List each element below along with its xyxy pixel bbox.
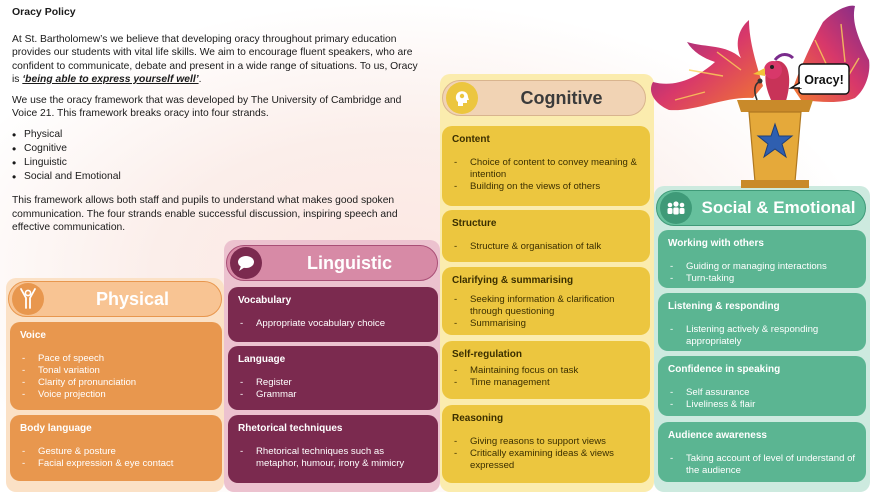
linguistic-banner: Linguistic — [226, 245, 438, 281]
card-item: Summarising — [452, 318, 640, 330]
physical-card-voice: Voice Pace of speech Tonal variation Cla… — [10, 322, 222, 410]
card-heading: Listening & responding — [668, 301, 780, 312]
page-title: Oracy Policy — [12, 6, 76, 18]
card-item: Voice projection — [20, 389, 212, 401]
card-heading: Body language — [20, 423, 92, 434]
card-item: Pace of speech — [20, 353, 212, 365]
social-card-confidence: Confidence in speaking Self assurance Li… — [658, 356, 866, 416]
card-item: Facial expression & eye contact — [20, 458, 212, 470]
card-item: Taking account of level of understand of… — [668, 453, 856, 477]
card-item: Listening actively & responding appropri… — [668, 324, 856, 348]
cognitive-card-clarifying: Clarifying & summarising Seeking informa… — [442, 267, 650, 335]
card-item: Guiding or managing interactions — [668, 261, 856, 273]
card-item: Giving reasons to support views — [452, 436, 640, 448]
physical-title: Physical — [95, 288, 170, 309]
card-heading: Content — [452, 134, 490, 145]
card-item: Choice of content to convey meaning & in… — [452, 157, 640, 181]
social-title: Social & Emotional — [701, 198, 856, 217]
strand-list: Physical Cognitive Linguistic Social and… — [12, 128, 422, 184]
strand-list-item: Physical — [12, 128, 422, 142]
speech-bubble-icon — [230, 247, 262, 279]
card-item: Gesture & posture — [20, 446, 212, 458]
cognitive-card-self-regulation: Self-regulation Maintaining focus on tas… — [442, 341, 650, 399]
intro-paragraph-2: We use the oracy framework that was deve… — [12, 95, 402, 120]
strand-list-item: Cognitive — [12, 142, 422, 156]
card-item: Register — [238, 377, 428, 389]
social-card-listening: Listening & responding Listening activel… — [658, 293, 866, 351]
card-heading: Vocabulary — [238, 295, 292, 306]
physical-banner: Physical — [8, 281, 222, 317]
card-heading: Reasoning — [452, 413, 504, 424]
oracy-definition: ‘being able to express yourself well’ — [22, 73, 199, 85]
speech-bubble-text: Oracy! — [804, 73, 844, 87]
card-item: Self assurance — [668, 387, 856, 399]
card-item: Tonal variation — [20, 365, 212, 377]
card-heading: Voice — [20, 330, 46, 341]
linguistic-title: Linguistic — [307, 252, 392, 273]
card-item: Liveliness & flair — [668, 399, 856, 411]
cognitive-banner: Cognitive — [442, 80, 646, 116]
social-banner: Social & Emotional — [656, 190, 866, 226]
card-item: Building on the views of others — [452, 181, 640, 193]
strand-list-item: Linguistic — [12, 156, 422, 170]
intro-section: Oracy Policy At St. Bartholomew’s we bel… — [12, 6, 422, 242]
card-item: Seeking information & clarification thro… — [452, 294, 640, 318]
card-item: Clarity of pronunciation — [20, 377, 212, 389]
linguistic-card-vocabulary: Vocabulary Appropriate vocabulary choice — [228, 287, 438, 342]
card-heading: Self-regulation — [452, 349, 523, 360]
person-arms-up-icon — [12, 283, 44, 315]
physical-card-body-language: Body language Gesture & posture Facial e… — [10, 415, 222, 481]
strand-list-item: Social and Emotional — [12, 170, 422, 184]
intro-paragraph-3: This framework allows both staff and pup… — [12, 195, 398, 233]
cognitive-card-reasoning: Reasoning Giving reasons to support view… — [442, 405, 650, 483]
card-item: Critically examining ideas & views expre… — [452, 448, 640, 472]
card-item: Turn-taking — [668, 273, 856, 285]
card-item: Appropriate vocabulary choice — [238, 318, 428, 330]
linguistic-card-language: Language Register Grammar — [228, 346, 438, 410]
card-item: Maintaining focus on task — [452, 365, 640, 377]
card-item: Time management — [452, 377, 640, 389]
card-item: Rhetorical techniques such as metaphor, … — [238, 446, 428, 470]
card-heading: Clarifying & summarising — [452, 275, 574, 286]
card-heading: Structure — [452, 218, 497, 229]
card-heading: Working with others — [668, 238, 764, 249]
card-item: Grammar — [238, 389, 428, 401]
card-item: Structure & organisation of talk — [452, 241, 640, 253]
phoenix-podium-illustration: Oracy! — [650, 5, 870, 188]
social-card-working-with-others: Working with others Guiding or managing … — [658, 230, 866, 288]
head-brain-icon — [446, 82, 478, 114]
cognitive-card-structure: Structure Structure & organisation of ta… — [442, 210, 650, 262]
card-heading: Confidence in speaking — [668, 364, 781, 375]
intro-paragraph-1-end: . — [198, 73, 202, 85]
intro-paragraph-1-text: At St. Bartholomew’s we believe that dev… — [12, 34, 418, 85]
social-card-audience-awareness: Audience awareness Taking account of lev… — [658, 422, 866, 482]
cognitive-title: Cognitive — [520, 87, 603, 108]
card-heading: Audience awareness — [668, 430, 767, 441]
card-heading: Rhetorical techniques — [238, 423, 343, 434]
cognitive-card-content: Content Choice of content to convey mean… — [442, 126, 650, 206]
card-heading: Language — [238, 354, 286, 365]
linguistic-card-rhetorical: Rhetorical techniques Rhetorical techniq… — [228, 415, 438, 483]
intro-paragraph-1: At St. Bartholomew’s we believe that dev… — [12, 33, 422, 86]
group-people-icon — [660, 192, 692, 224]
